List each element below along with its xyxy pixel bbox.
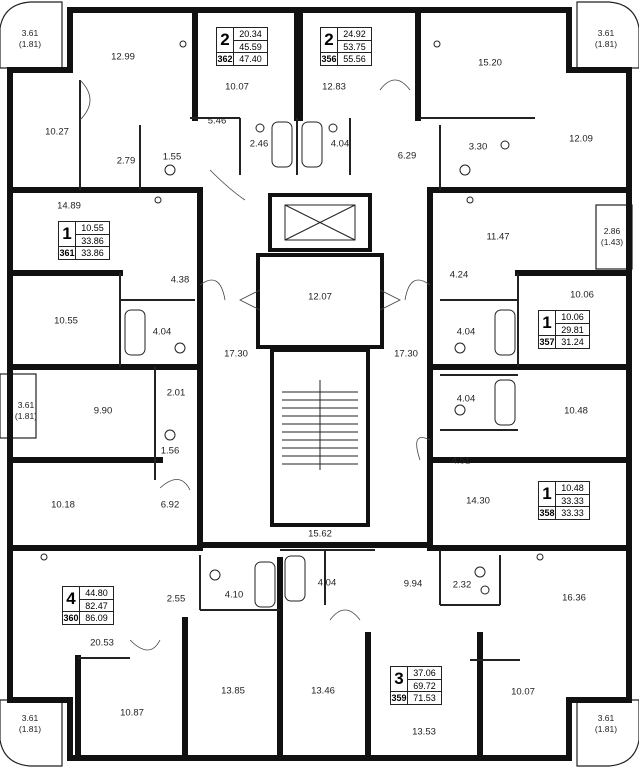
room-area: 13.85 — [221, 685, 245, 697]
room-area: 12.07 — [308, 291, 332, 303]
room-area: 4.51 — [451, 455, 471, 467]
balcony-area: 3.61(1.81) — [594, 713, 618, 734]
room-area: 2.01 — [166, 387, 186, 399]
room-area: 10.07 — [225, 81, 249, 93]
toilet — [454, 342, 466, 354]
toilet — [164, 164, 176, 176]
room-area: 6.29 — [397, 150, 417, 162]
room-area: 5.46 — [207, 115, 227, 127]
room-area: 17.30 — [224, 348, 248, 360]
balcony-top-left — [0, 1, 63, 69]
room-area: 13.46 — [311, 685, 335, 697]
room-area: 2.55 — [166, 593, 186, 605]
room-area: 3.30 — [468, 141, 488, 153]
room-area: 12.09 — [569, 133, 593, 145]
room-area: 1.56 — [160, 445, 180, 457]
balcony-area: 3.61(1.81) — [14, 400, 38, 421]
room-area: 14.30 — [466, 495, 490, 507]
room-area: 9.94 — [403, 578, 423, 590]
room-area: 4.04 — [456, 393, 476, 405]
room-area: 1.55 — [162, 151, 182, 163]
room-area: 14.89 — [57, 200, 81, 212]
balcony-area: 2.86(1.43) — [600, 226, 624, 247]
room-area: 13.53 — [412, 726, 436, 738]
toilet — [454, 404, 466, 416]
room-area: 4.10 — [224, 589, 244, 601]
elevator-shaft — [268, 193, 372, 252]
washer — [328, 123, 338, 133]
room-area: 10.07 — [511, 686, 535, 698]
stove — [433, 40, 441, 48]
room-area: 11.47 — [486, 231, 510, 243]
bathtub — [284, 555, 306, 602]
bathtub — [254, 561, 276, 608]
room-area: 16.36 — [562, 592, 586, 604]
washer — [480, 585, 490, 595]
bathtub — [124, 309, 146, 356]
room-area: 9.90 — [93, 405, 113, 417]
room-area: 10.55 — [54, 315, 78, 327]
room-area: 10.27 — [45, 126, 69, 138]
stove — [536, 553, 544, 561]
balcony-area: 3.61(1.81) — [18, 28, 42, 49]
stove — [179, 40, 187, 48]
room-area: 2.79 — [116, 155, 136, 167]
room-area: 4.04 — [330, 138, 350, 150]
bathtub — [301, 121, 323, 168]
room-area: 10.87 — [120, 707, 144, 719]
stove — [154, 196, 162, 204]
outer-wall — [7, 7, 632, 761]
room-area: 4.04 — [152, 326, 172, 338]
bathtub — [494, 309, 516, 356]
room-area: 15.62 — [308, 528, 332, 540]
toilet — [209, 569, 221, 581]
balcony-bottom-left — [0, 699, 63, 767]
room-area: 4.04 — [317, 577, 337, 589]
balcony-left-mid — [0, 373, 37, 439]
stove — [40, 553, 48, 561]
balcony-area: 3.61(1.81) — [18, 713, 42, 734]
washer — [255, 123, 265, 133]
stove — [466, 196, 474, 204]
toilet — [474, 566, 486, 578]
room-area: 15.20 — [478, 57, 502, 69]
bathtub — [494, 379, 516, 426]
room-area: 12.99 — [111, 51, 135, 63]
room-area: 10.48 — [564, 405, 588, 417]
toilet — [164, 429, 176, 441]
balcony-area: 3.61(1.81) — [594, 28, 618, 49]
room-area: 12.83 — [322, 81, 346, 93]
room-area: 2.32 — [452, 579, 472, 591]
room-area: 4.38 — [170, 274, 190, 286]
toilet — [174, 342, 186, 354]
room-area: 20.53 — [90, 637, 114, 649]
balcony-top-right — [576, 1, 639, 69]
room-area: 10.18 — [51, 499, 75, 511]
room-area: 4.04 — [456, 326, 476, 338]
stair-treads — [282, 380, 358, 470]
room-area: 10.06 — [570, 289, 594, 301]
toilet — [459, 164, 471, 176]
hall-room — [256, 253, 384, 349]
staircase — [270, 348, 370, 527]
washer — [500, 140, 510, 150]
room-area: 4.24 — [449, 269, 469, 281]
bathtub — [271, 121, 293, 168]
room-area: 6.92 — [160, 499, 180, 511]
room-area: 2.46 — [249, 138, 269, 150]
room-area: 17.30 — [394, 348, 418, 360]
